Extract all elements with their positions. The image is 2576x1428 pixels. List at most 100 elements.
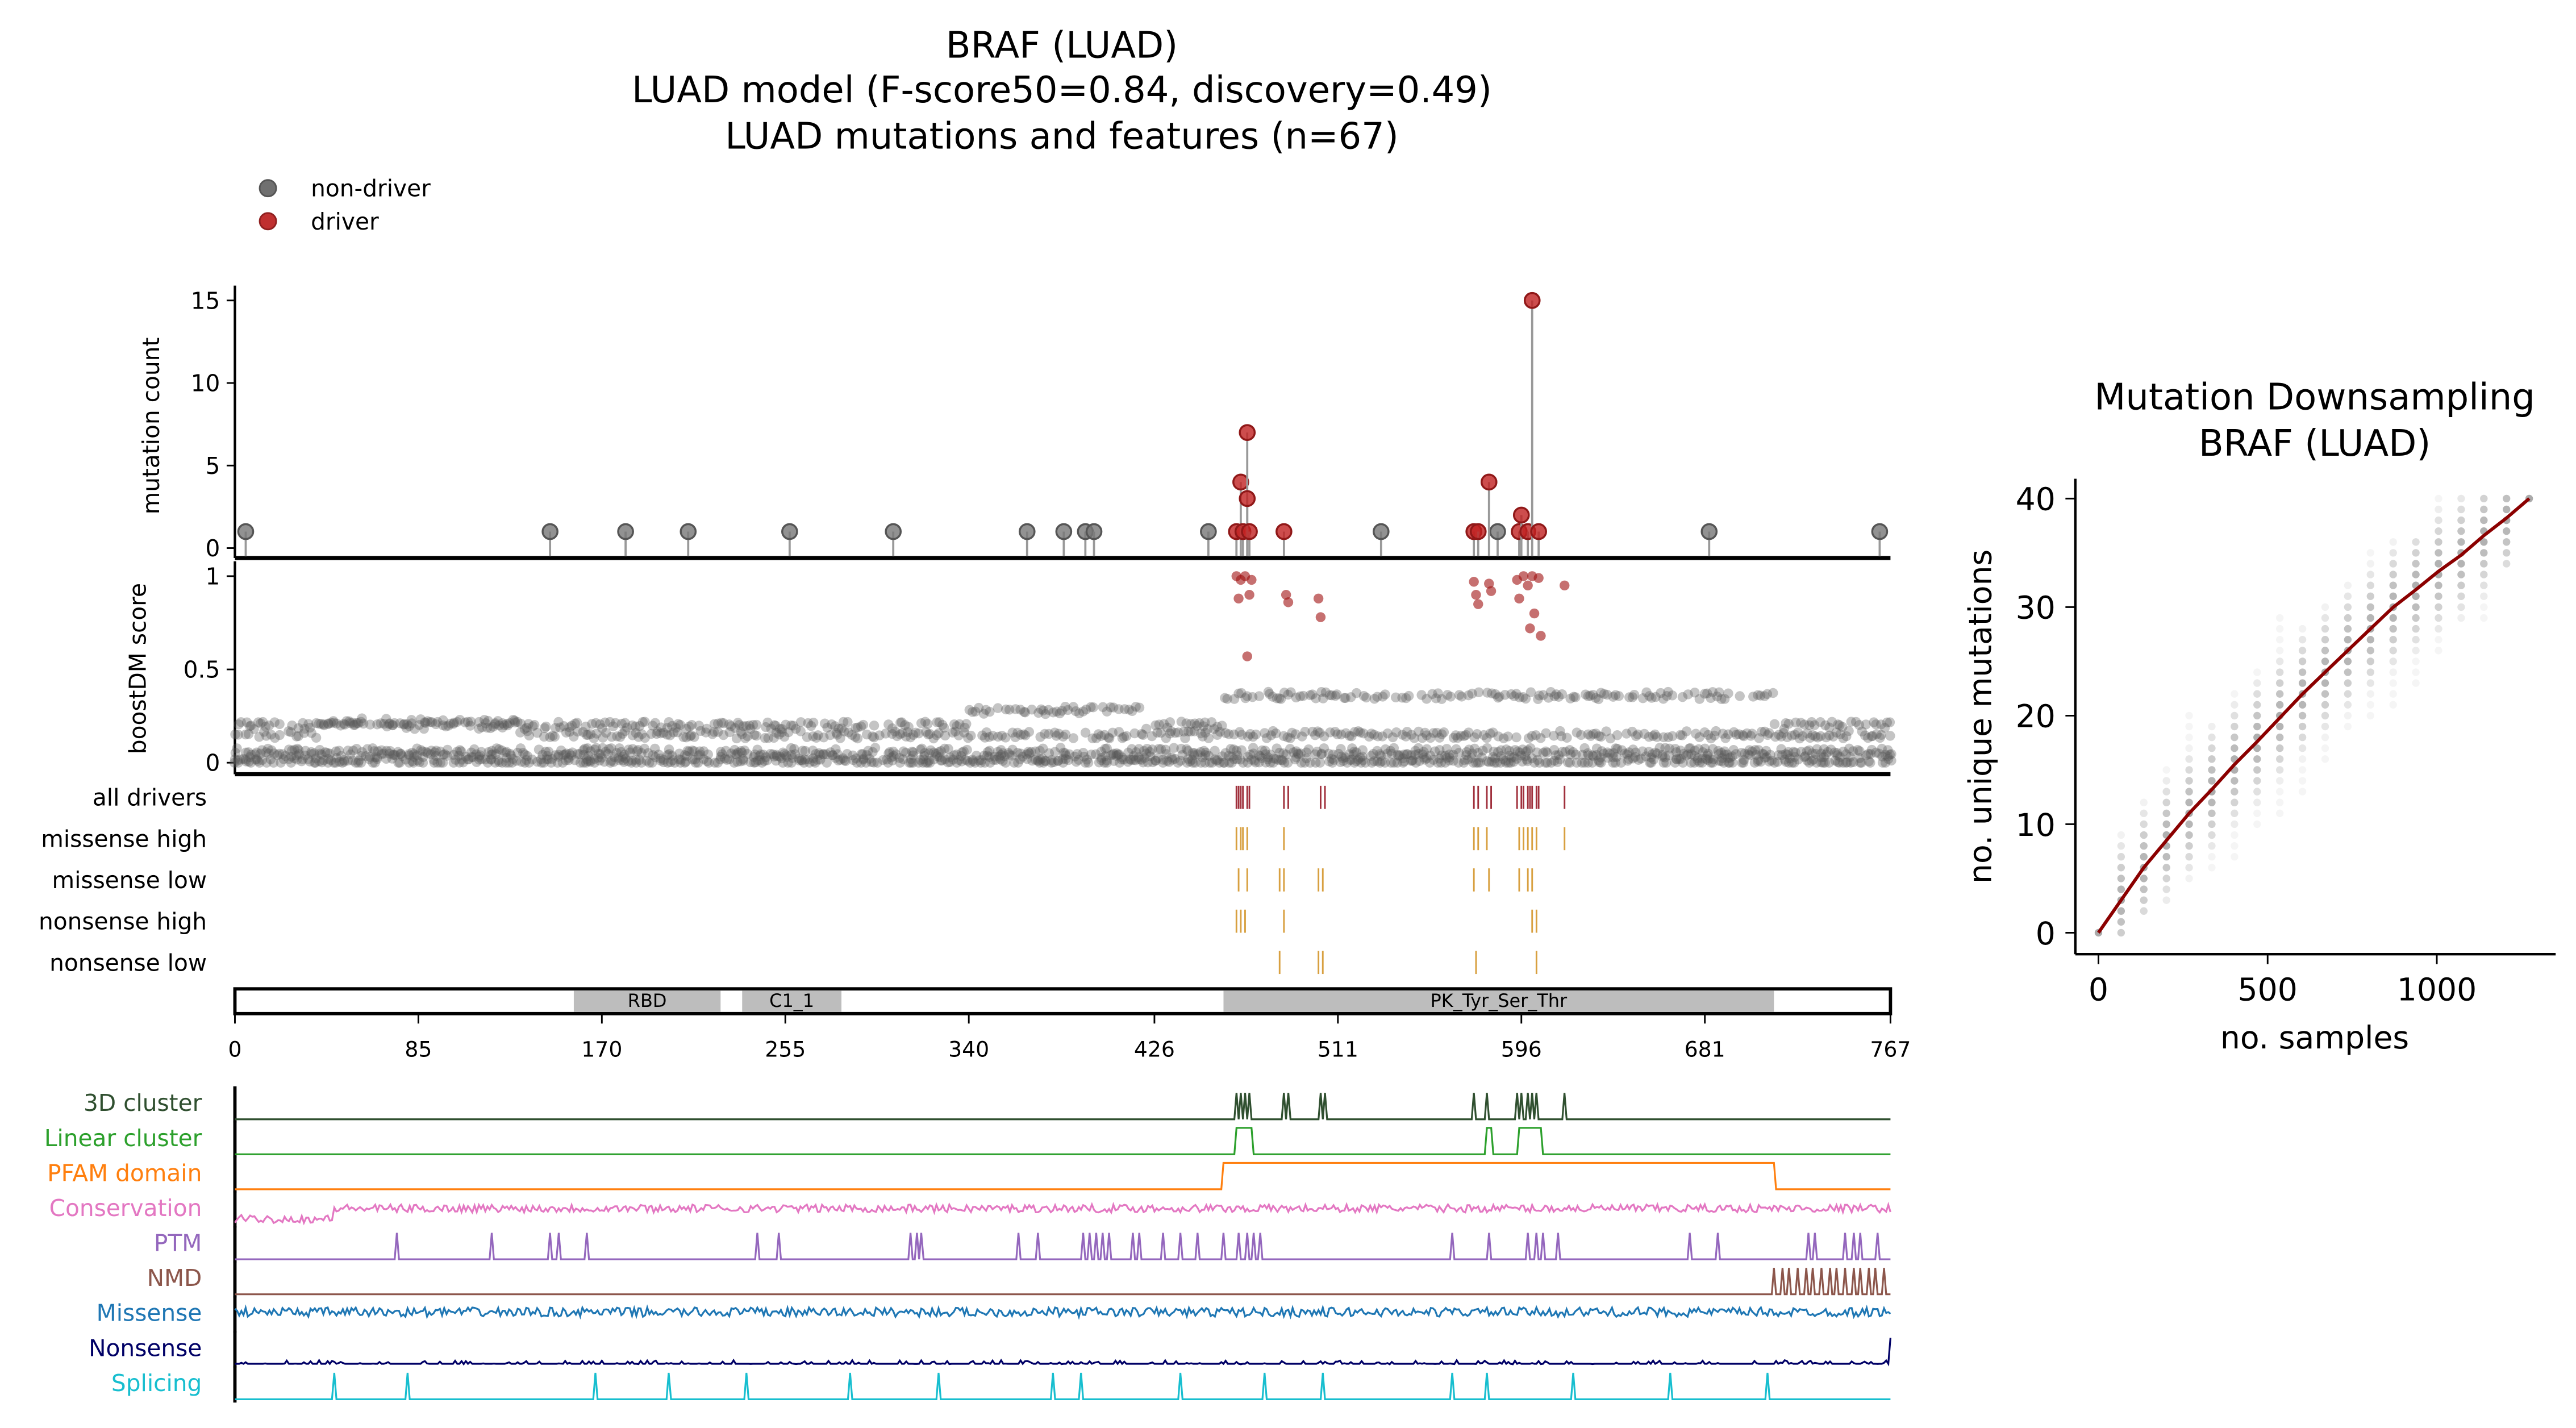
non-driver-score-point <box>1611 752 1622 762</box>
non-driver-score-point <box>299 728 310 738</box>
non-driver-score-point <box>1344 749 1354 759</box>
non-driver-score-point <box>539 723 550 734</box>
non-driver-score-point <box>298 718 308 728</box>
non-driver-score-point <box>430 747 440 757</box>
non-driver-score-point <box>311 718 322 728</box>
non-driver-score-point <box>1501 744 1512 755</box>
downsample-point <box>2480 614 2488 622</box>
non-driver-score-point <box>1765 750 1775 760</box>
non-driver-score-point <box>1428 755 1439 765</box>
non-driver-score-point <box>1482 733 1492 743</box>
non-driver-score-point <box>1096 731 1106 741</box>
downsample-point <box>2253 701 2261 709</box>
non-driver-score-point <box>1520 751 1531 761</box>
non-driver-score-point <box>1663 686 1673 697</box>
non-driver-score-point <box>1496 751 1506 761</box>
non-driver-score-point <box>356 751 366 761</box>
non-driver-score-point <box>838 717 849 727</box>
non-driver-score-point <box>331 718 342 729</box>
non-driver-score-point <box>245 757 256 768</box>
non-driver-score-point <box>395 718 405 728</box>
non-driver-score-point <box>710 757 720 768</box>
non-driver-score-point <box>1799 752 1810 763</box>
downsample-point <box>2231 798 2239 806</box>
non-driver-score-point <box>540 747 551 757</box>
downsample-point <box>2366 679 2374 687</box>
non-driver-score-point <box>608 721 618 731</box>
non-driver-score-point <box>284 726 294 736</box>
non-driver-score-point <box>601 727 611 738</box>
non-driver-score-point <box>1209 724 1219 734</box>
non-driver-score-point <box>287 721 297 731</box>
non-driver-score-point <box>1024 727 1035 737</box>
non-driver-score-point <box>587 719 597 729</box>
non-driver-score-point <box>1440 757 1450 768</box>
non-driver-score-point <box>1441 753 1452 763</box>
non-driver-score-point <box>1588 728 1598 739</box>
non-driver-score-point <box>246 750 256 760</box>
non-driver-score-point <box>432 717 443 727</box>
downsample-point <box>2457 560 2465 568</box>
non-driver-score-point <box>250 749 260 760</box>
non-driver-score-point <box>1281 750 1291 760</box>
non-driver-score-point <box>539 757 549 768</box>
non-driver-score-point <box>1200 757 1210 768</box>
non-driver-score-point <box>833 755 844 766</box>
non-driver-score-point <box>1341 728 1351 738</box>
non-driver-score-point <box>387 720 398 730</box>
domain-label: RBD <box>628 990 667 1011</box>
non-driver-score-point <box>1702 750 1712 761</box>
y-tick-label: 10 <box>191 370 220 397</box>
non-driver-score-point <box>1278 748 1289 759</box>
non-driver-score-point <box>908 757 918 768</box>
non-driver-score-point <box>1723 729 1733 739</box>
non-driver-score-point <box>712 718 723 729</box>
non-driver-score-point <box>1190 718 1200 728</box>
non-driver-score-point <box>1690 746 1700 756</box>
non-driver-score-point <box>1486 688 1497 698</box>
non-driver-score-point <box>690 757 701 768</box>
non-driver-score-point <box>1882 717 1893 728</box>
non-driver-score-point <box>233 730 243 740</box>
non-driver-score-point <box>1498 733 1509 743</box>
non-driver-score-point <box>284 754 294 764</box>
track-label: missense high <box>41 825 207 852</box>
non-driver-score-point <box>481 718 491 728</box>
non-driver-score-point <box>830 721 840 731</box>
non-driver-score-point <box>1407 755 1418 765</box>
non-driver-score-point <box>1274 747 1285 758</box>
x-tick-label: 511 <box>1318 1036 1358 1061</box>
non-driver-score-point <box>827 750 838 760</box>
non-driver-score-point <box>1464 744 1474 755</box>
non-driver-score-point <box>1762 689 1773 700</box>
non-driver-score-point <box>289 744 300 755</box>
non-driver-score-point <box>1127 706 1137 717</box>
non-driver-score-point <box>1770 731 1781 742</box>
non-driver-score-point <box>901 731 911 742</box>
non-driver-score-point <box>778 747 788 757</box>
non-driver-score-point <box>1737 730 1748 740</box>
non-driver-score-point <box>1232 750 1243 760</box>
non-driver-score-point <box>1461 730 1472 740</box>
non-driver-score-point <box>966 730 976 741</box>
non-driver-score-point <box>389 750 399 760</box>
non-driver-score-point <box>1707 744 1718 754</box>
non-driver-score-point <box>1236 688 1247 698</box>
non-driver-score-point <box>572 726 583 737</box>
non-driver-score-point <box>486 755 497 765</box>
non-driver-score-point <box>1694 744 1704 755</box>
downsample-point <box>2457 505 2465 514</box>
non-driver-score-point <box>230 754 240 764</box>
non-driver-score-point <box>1102 755 1112 765</box>
downsample-point <box>2275 755 2284 763</box>
non-driver-score-point <box>448 757 459 768</box>
non-driver-score-point <box>636 757 647 768</box>
non-driver-score-point <box>1276 755 1287 765</box>
non-driver-score-point <box>987 731 998 741</box>
non-driver-score-point <box>1511 732 1522 743</box>
non-driver-score-point <box>1347 755 1357 765</box>
non-driver-score-point <box>1691 728 1701 739</box>
non-driver-score-point <box>1475 757 1485 768</box>
non-driver-score-point <box>1148 757 1158 768</box>
non-driver-score-point <box>1604 748 1615 759</box>
